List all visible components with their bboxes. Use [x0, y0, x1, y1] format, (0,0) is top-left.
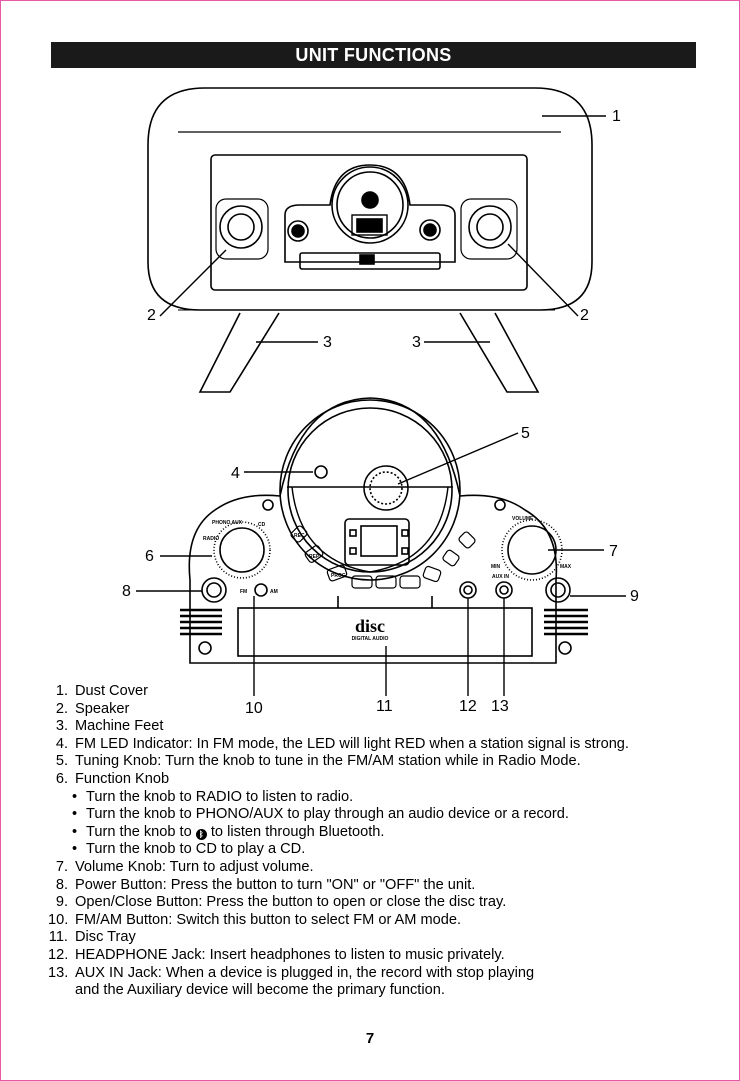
callout-4: 4: [231, 465, 240, 482]
list-item: 7.Volume Knob: Turn to adjust volume.: [55, 858, 314, 875]
label-radio: RADIO: [203, 536, 219, 542]
list-item: 12.HEADPHONE Jack: Insert headphones to …: [48, 946, 505, 963]
list-item: 2.Speaker: [55, 700, 130, 717]
callout-2a: 2: [147, 307, 156, 324]
list-item: 9.Open/Close Button: Press the button to…: [55, 894, 507, 911]
bullet-item: •Turn the knob to ᛒ to listen through Bl…: [72, 823, 385, 840]
label-fm: FM: [240, 589, 247, 595]
label-phono-aux: PHONO AUX: [212, 520, 243, 526]
list-item: 3.Machine Feet: [55, 718, 164, 735]
label-volume: VOLUME: [512, 516, 534, 522]
label-min: MIN: [491, 564, 501, 570]
function-list: 1.Dust Cover 2.Speaker 3.Machine Feet 4.…: [48, 683, 708, 1000]
label-rec: REC: [294, 533, 305, 539]
headphone-jack: [459, 581, 477, 599]
cd-door: [336, 171, 404, 239]
callout-7: 7: [609, 543, 618, 560]
label-aux-in: AUX IN: [492, 574, 509, 580]
list-item: 11.Disc Tray: [48, 929, 136, 946]
disc-logo: disc: [355, 616, 385, 636]
callout-8: 8: [122, 583, 131, 600]
lcd-display: [360, 525, 398, 557]
list-item: 10.FM/AM Button: Switch this button to s…: [48, 911, 462, 928]
callout-12: 12: [459, 698, 477, 715]
label-prog: PROG: [331, 573, 346, 579]
front-panel: [210, 154, 528, 291]
open-close-button: [545, 577, 571, 603]
speaker-right: [468, 205, 512, 249]
aux-in-jack: [495, 581, 513, 599]
label-max: MAX: [560, 564, 572, 570]
foot-right: [459, 312, 540, 393]
control-panel-diagram: PHONO AUX RADIO CD VOLUME MIN MAX AUX IN…: [122, 397, 639, 717]
label-cd: CD: [258, 522, 266, 528]
callout-9: 9: [630, 588, 639, 605]
cd-lid-outer: [279, 399, 461, 581]
bluetooth-icon: ᛒ: [195, 828, 207, 840]
power-button: [201, 577, 227, 603]
section-title: UNIT FUNCTIONS: [51, 42, 696, 68]
callout-6: 6: [145, 548, 154, 565]
fm-am-switch: [254, 583, 268, 597]
bullet-item: •Turn the knob to RADIO to listen to rad…: [72, 788, 354, 805]
label-rep: REP: [309, 554, 320, 560]
label-am: AM: [270, 589, 278, 595]
list-item: 5.Tuning Knob: Turn the knob to tune in …: [55, 753, 581, 770]
disc-logo-sub: DIGITAL AUDIO: [352, 636, 389, 642]
fm-led: [314, 465, 328, 479]
tuning-knob: [363, 465, 409, 511]
callout-3a: 3: [323, 334, 332, 351]
function-knob: [219, 527, 265, 573]
callout-2b: 2: [580, 307, 589, 324]
bullet-item: •Turn the knob to PHONO/AUX to play thro…: [72, 806, 569, 823]
callout-5: 5: [521, 425, 530, 442]
foot-left: [198, 312, 280, 393]
unit-front-diagram: 1 2 2 3 3: [147, 87, 621, 393]
list-item: 8.Power Button: Press the button to turn…: [55, 876, 476, 893]
callout-11: 11: [376, 698, 393, 715]
list-item: 13.AUX IN Jack: When a device is plugged…: [48, 964, 535, 981]
page-number: 7: [365, 1030, 375, 1047]
disc-tray: [237, 607, 533, 657]
console-outline: [188, 397, 558, 664]
speaker-left: [219, 205, 263, 249]
callout-10: 10: [245, 700, 263, 717]
list-item: 4.FM LED Indicator: In FM mode, the LED …: [55, 735, 629, 752]
bullet-item: •Turn the knob to CD to play a CD.: [72, 841, 306, 858]
list-item: 1.Dust Cover: [55, 683, 148, 699]
callout-13: 13: [491, 698, 509, 715]
callout-3b: 3: [412, 334, 421, 351]
list-item: 6.Function Knob: [55, 770, 170, 787]
callout-1: 1: [612, 108, 621, 125]
list-item-continuation: and the Auxiliary device will become the…: [75, 982, 445, 999]
